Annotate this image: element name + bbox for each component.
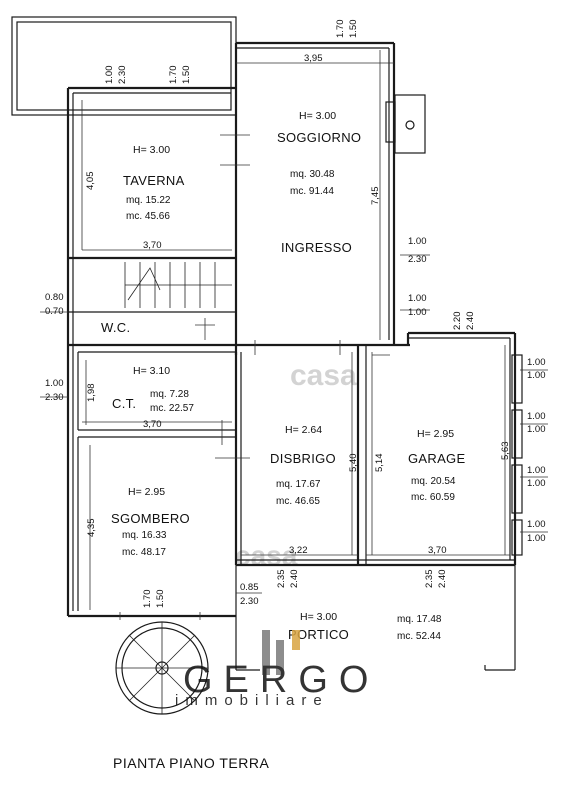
dim-label: 4,35 [86,519,97,538]
dim-label: 0.80 [45,292,64,303]
dim-label: 1.00 [527,411,546,422]
room-name: C.T. [112,396,136,411]
dim-label: 5,63 [500,442,511,461]
dim-label: 0.70 [45,306,64,317]
dim-label: 1.50 [348,20,359,39]
watermark: casa casa [235,359,357,571]
dim-label: 1.00 [408,307,427,318]
dimension-lines [40,50,548,610]
room-height: H= 3.00 [300,611,337,623]
room-volume: mc. 60.59 [411,492,455,503]
room-ct: H= 3.10 C.T. mq. 7.28 mc. 22.57 [112,365,194,414]
dim-label: 3,70 [428,545,447,556]
room-name: DISBRIGO [270,451,336,466]
dim-label: 1.00 [527,519,546,530]
dim-label: 1.50 [181,66,192,85]
outer-walls [66,41,517,671]
logo-tagline: immobiliare [175,692,329,709]
dimension-labels: 1.70 1.50 3,95 1.00 2.30 1.70 1.50 4,05 … [45,20,546,609]
dim-label: 1,98 [86,384,97,403]
watermark-text: casa [290,359,357,392]
dim-label: 1.70 [168,66,179,85]
dim-label: 2.40 [437,570,448,589]
room-volume: mc. 46.65 [276,496,320,507]
dim-label: 2.20 [452,312,463,331]
fireplace [385,94,426,154]
room-height: H= 2.95 [128,486,165,498]
dim-label: 1.00 [527,424,546,435]
dim-label: 5,40 [348,454,359,473]
dim-label: 2.35 [424,570,435,589]
dim-label: 0.85 [240,582,259,593]
dim-label: 3,70 [143,240,162,251]
room-name: GARAGE [408,451,465,466]
dim-label: 7,45 [370,187,381,206]
dim-label: 1.00 [104,66,115,85]
dim-label: 2.35 [276,570,287,589]
room-name: PORTICO [288,627,349,642]
dim-label: 1.00 [527,478,546,489]
room-name: W.C. [101,320,130,335]
room-area: mq. 20.54 [411,476,456,487]
dim-label: 1.00 [527,370,546,381]
dim-label: 3,95 [304,53,323,64]
room-name: TAVERNA [123,173,185,188]
room-area: mq. 30.48 [290,169,335,180]
dim-label: 1.00 [45,378,64,389]
room-volume: mc. 52.44 [397,631,441,642]
dim-label: 5,14 [374,454,385,473]
room-portico: H= 3.00 PORTICO mq. 17.48 mc. 52.44 [288,611,442,642]
room-height: H= 3.00 [299,110,336,122]
dim-label: 1.00 [527,357,546,368]
room-name: SGOMBERO [111,511,190,526]
dim-label: 1.50 [155,590,166,609]
room-sgombero: H= 2.95 SGOMBERO mq. 16.33 mc. 48.17 [111,486,190,558]
dim-label: 1.00 [527,533,546,544]
room-disbrigo: H= 2.64 DISBRIGO mq. 17.67 mc. 46.65 [270,424,336,507]
room-garage: H= 2.95 GARAGE mq. 20.54 mc. 60.59 [408,428,465,503]
room-taverna: H= 3.00 TAVERNA mq. 15.22 mc. 45.66 [123,144,185,222]
dim-label: 4,05 [85,172,96,191]
dim-label: 1.70 [142,590,153,609]
room-height: H= 3.10 [133,365,170,377]
room-wc: W.C. [101,320,130,335]
room-ingresso: INGRESSO [281,240,352,255]
dim-label: 1.00 [408,293,427,304]
room-area: mq. 17.67 [276,479,321,490]
room-name: INGRESSO [281,240,352,255]
room-volume: mc. 22.57 [150,403,194,414]
room-area: mq. 17.48 [397,614,442,625]
room-name: SOGGIORNO [277,130,361,145]
house-outline-icon [262,630,300,675]
room-height: H= 2.95 [417,428,454,440]
room-soggiorno: H= 3.00 SOGGIORNO mq. 30.48 mc. 91.44 [277,110,361,197]
dim-label: 1.00 [527,465,546,476]
staircase [124,262,232,308]
room-area: mq. 15.22 [126,195,171,206]
dim-label: 2.30 [240,596,259,607]
room-area: mq. 7.28 [150,389,189,400]
spiral-staircase [115,621,209,715]
room-volume: mc. 45.66 [126,211,170,222]
dim-label: 2.30 [408,254,427,265]
dim-label: 3,70 [143,419,162,430]
dim-label: 1.00 [408,236,427,247]
dim-label: 3,22 [289,545,308,556]
garage-windows [511,354,523,556]
room-volume: mc. 48.17 [122,547,166,558]
dim-label: 2.30 [117,66,128,85]
room-volume: mc. 91.44 [290,186,334,197]
dim-label: 2.30 [45,392,64,403]
door-marks [119,134,390,620]
gergo-logo: GERGO immobiliare [175,630,379,709]
room-height: H= 3.00 [133,144,170,156]
room-area: mq. 16.33 [122,530,167,541]
dim-label: 2.40 [465,312,476,331]
dim-label: 1.70 [335,20,346,39]
room-height: H= 2.64 [285,424,322,436]
dim-label: 2.40 [289,570,300,589]
logo-brand: GERGO [183,659,379,701]
page-title: PIANTA PIANO TERRA [113,755,269,771]
